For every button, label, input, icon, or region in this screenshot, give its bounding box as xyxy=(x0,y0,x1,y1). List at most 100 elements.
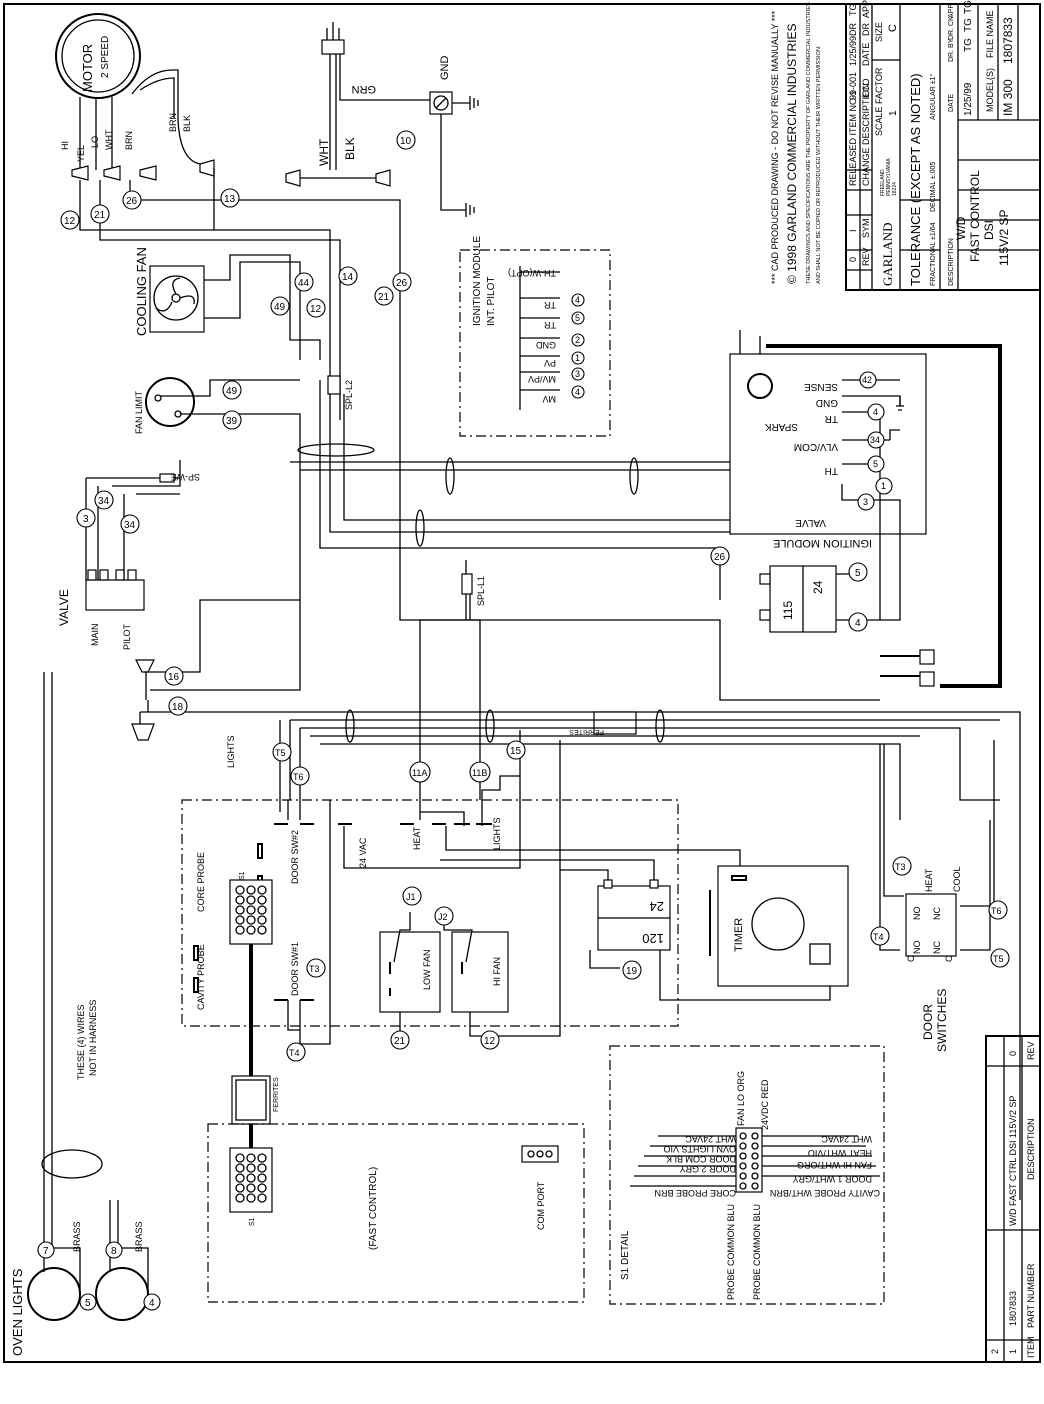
s1-top-label: S1 xyxy=(239,871,246,880)
s1-left-label: DOOR COM BLK xyxy=(666,1154,736,1164)
timer-label: TIMER xyxy=(733,918,745,952)
s1-left-label: PROBE COMMON BLU xyxy=(752,1204,762,1300)
wire-number-callouts: 12 21 26 13 10 14 21 26 44 12 49 49 39 3… xyxy=(37,130,1010,1311)
location-1: FREELAND xyxy=(880,169,886,196)
ign-num: 34 xyxy=(870,435,880,445)
xf-24-label: 24 xyxy=(811,580,825,594)
wire-number: 21 xyxy=(94,210,106,221)
valve-main-label: MAIN xyxy=(90,624,100,647)
title-block: *** CAD PRODUCED DRAWING - DO NOT REVISE… xyxy=(770,0,1041,291)
wire-number: 7 xyxy=(43,1246,49,1257)
sheet-border xyxy=(3,3,1041,1363)
description-line-4: 115V/2 SP xyxy=(997,210,1011,266)
xf-120-label: 120 xyxy=(642,931,664,946)
wire-number: T5 xyxy=(993,954,1004,964)
xf-24-label-board: 24 xyxy=(650,899,664,914)
int-pilot-terminal: GND xyxy=(536,340,557,350)
dr-ck-label: DR. CK. xyxy=(948,14,955,40)
wire-number: T5 xyxy=(275,748,286,758)
wire-number: T3 xyxy=(309,964,320,974)
s1-left-label: CORE PROBE BRN xyxy=(654,1188,736,1198)
ign-num: 42 xyxy=(862,375,872,385)
description-label: DESCRIPTION xyxy=(948,238,955,286)
ferrites-band-label: FERRITES xyxy=(569,728,604,735)
wire-number: 3 xyxy=(83,514,89,525)
s1-left-label: PROBE COMMON BLU xyxy=(726,1204,736,1300)
rev-1: 0 xyxy=(1008,1051,1018,1056)
blk-label-motor: BLK xyxy=(182,115,192,132)
part-number-header: PART NUMBER xyxy=(1026,1263,1036,1328)
wire-number: 44 xyxy=(298,278,310,289)
door-switches-label-2: SWITCHES xyxy=(935,989,949,1052)
dr-by-label: DR. BY xyxy=(948,38,955,62)
legal-line-1: THESE DRAWINGS AND SPECIFICATIONS ARE TH… xyxy=(806,2,812,284)
wire-number: 11B xyxy=(472,768,487,778)
s1-right-label: 24VDC RED xyxy=(760,1079,770,1130)
s1-left-label: WHT 24VAC xyxy=(685,1134,736,1144)
hi-label: HI xyxy=(60,141,70,150)
int-pilot-terminal: PV xyxy=(544,358,556,368)
rev-app: TG xyxy=(848,4,858,17)
fan-limit-label: FAN LIMIT xyxy=(134,390,144,434)
wire-number: 13 xyxy=(224,194,236,205)
wire-number: 10 xyxy=(400,136,412,147)
brass-label-1: BRASS xyxy=(72,1221,82,1252)
int-pilot-terminal: TR xyxy=(544,300,556,310)
not-in-harness-2: NOT IN HARNESS xyxy=(88,1000,98,1076)
cooling-fan-label: COOLING FAN xyxy=(134,247,149,336)
item-2: 2 xyxy=(990,1349,1000,1354)
change-desc-header: CHANGE DESCRIPTION xyxy=(861,83,871,186)
eco-value: 99-001 xyxy=(848,72,858,100)
app-header: APP xyxy=(861,0,871,18)
s1-right-label: FAN HI WHT/ORG xyxy=(797,1160,872,1170)
wire-number: T6 xyxy=(991,906,1002,916)
wire-number: 11A xyxy=(412,768,427,778)
file-label: FILE NAME xyxy=(985,10,995,58)
nc-label-2: NC xyxy=(932,941,942,954)
wire-number: 19 xyxy=(626,966,638,977)
int-pilot-title-1: IGNITION MODULE xyxy=(472,236,483,326)
int-pilot-terminal: TH-W(OPT) xyxy=(508,268,556,278)
int-pilot-num: 5 xyxy=(575,313,580,323)
date-header: DATE xyxy=(861,43,871,66)
ign-terminal-vlv-com: VLV/COM xyxy=(794,441,838,452)
wire-number: 8 xyxy=(111,1246,117,1257)
lo-label: LO xyxy=(90,136,100,148)
size-value: C xyxy=(887,24,899,32)
s1-right-label: DOOR 1 WHT/GRY xyxy=(793,1174,872,1184)
ferrites-label: FERRITES xyxy=(273,1077,280,1112)
lights-label-board: LIGHTS xyxy=(492,817,502,850)
item-1: 1 xyxy=(1008,1349,1018,1354)
description-header: DESCRIPTION xyxy=(1026,1118,1036,1180)
wire-number: 5 xyxy=(855,568,861,579)
s1-right-label: HEAT WHT/VIO xyxy=(808,1148,872,1158)
wire-number: T4 xyxy=(289,1048,300,1058)
motor-speed-label: 2 SPEED xyxy=(100,36,111,78)
s1-left-label: DOOR 2 GRY xyxy=(680,1164,736,1174)
rev-header-parts: REV xyxy=(1026,1041,1036,1060)
cad-notice: *** CAD PRODUCED DRAWING - DO NOT REVISE… xyxy=(770,10,780,284)
s1-right-label: CAVITY PROBE WHT/BRN xyxy=(770,1188,880,1198)
parts-table: ITEM PART NUMBER DESCRIPTION REV 1 18078… xyxy=(985,1035,1041,1363)
wire-number: 12 xyxy=(484,1036,496,1047)
wire-number: 4 xyxy=(855,618,861,629)
tolerance-text: TOLERANCE (EXCEPT AS NOTED) xyxy=(908,73,923,286)
wire-number: 21 xyxy=(378,292,390,303)
ign-terminal-sense: SENSE xyxy=(804,381,838,392)
s1-right-label: WHT 24VAC xyxy=(821,1134,872,1144)
not-in-harness-1: THESE (4) WIRES xyxy=(76,1004,86,1080)
wire-number: 16 xyxy=(168,672,180,683)
ign-terminal-tr: TR xyxy=(825,413,838,424)
spl-l2-label: SPL-L2 xyxy=(344,380,354,410)
no-label-2: NO xyxy=(912,941,922,955)
fractional-tol: FRACTIONAL ±1/64 xyxy=(930,222,937,286)
core-probe-label: CORE PROBE xyxy=(196,852,206,912)
c-label-2: C xyxy=(944,955,954,962)
wht-label-motor: WHT xyxy=(104,129,114,150)
wire-number: 49 xyxy=(274,302,286,313)
int-pilot-num: 3 xyxy=(575,369,580,379)
int-pilot-terminal: MV/PV xyxy=(528,374,556,384)
file-value: 1807833 xyxy=(1001,17,1015,64)
brn-label-2: BRN xyxy=(168,113,178,132)
spl-l1-label: SPL-L1 xyxy=(476,576,486,606)
